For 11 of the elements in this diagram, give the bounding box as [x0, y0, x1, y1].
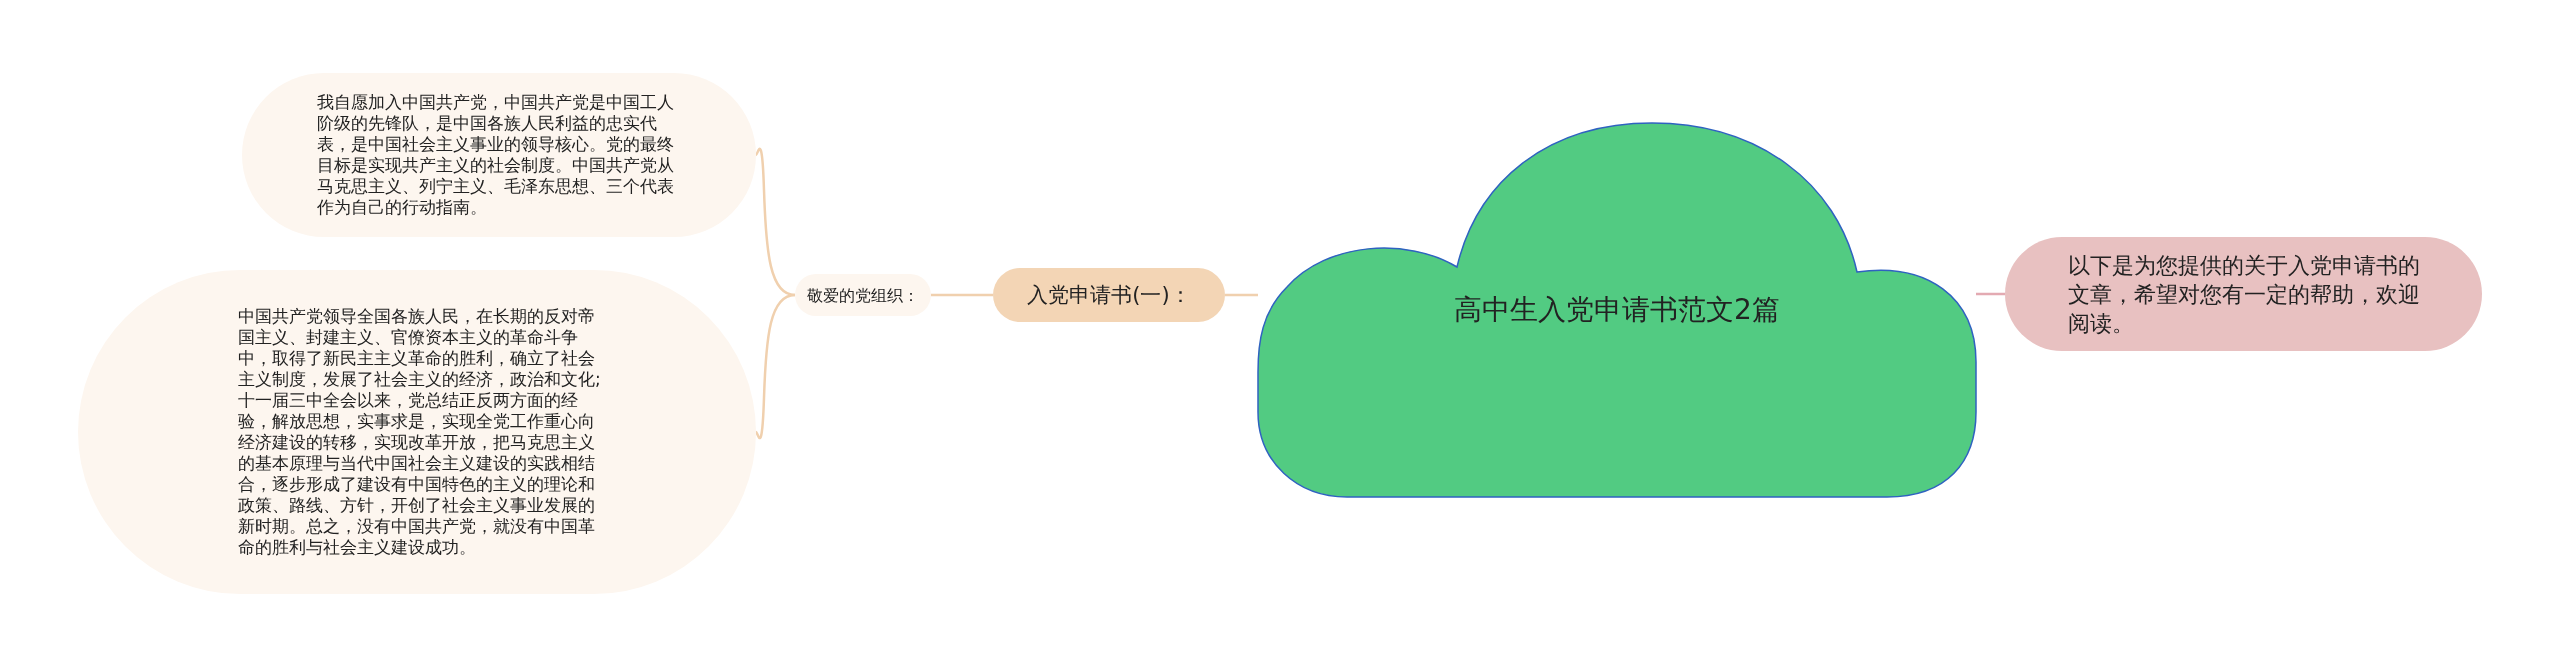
connector-line — [754, 293, 796, 439]
connector-line — [1976, 292, 2005, 296]
connector-line — [1225, 293, 1258, 297]
subtopic-box: 敬爱的党组织： — [795, 274, 931, 316]
cloud-shape: 高中生入党申请书范文2篇 — [1257, 122, 1977, 498]
connector-line — [931, 293, 993, 297]
connector-line — [754, 148, 796, 297]
note-box: 以下是为您提供的关于入党申请书的文章，希望对您有一定的帮助，欢迎阅读。 — [2005, 237, 2482, 351]
topic-box: 入党申请书(一)： — [993, 268, 1225, 322]
paragraph-box: 我自愿加入中国共产党，中国共产党是中国工人阶级的先锋队，是中国各族人民利益的忠实代表，是中国社会主义事业的领导核心。党的最终目标是实现共产主义的社会制度。中国共产党从马克思主义、列宁主义、毛泽东思想、三个代表作为自己的行动指南。 — [242, 73, 756, 237]
paragraph-box: 中国共产党领导全国各族人民，在长期的反对帝国主义、封建主义、官僚资本主义的革命斗争中，取得了新民主主义革命的胜利，确立了社会主义制度，发展了社会主义的经济，政治和文化;十一届三中全会以来，党总结正反两方面的经验，解放思想，实事求是，实现全党工作重心向经济建设的转移，实现改革开放，把马克思主义的基本原理与当代中国社会主义建设的实践相结合，逐步形成了建设有中国特色的主义的理论和政策、路线、方针，开创了社会主义事业发展的新时期。总之，没有中国共产党，就没有中国革命的胜利与社会主义建设成功。 — [78, 270, 756, 594]
